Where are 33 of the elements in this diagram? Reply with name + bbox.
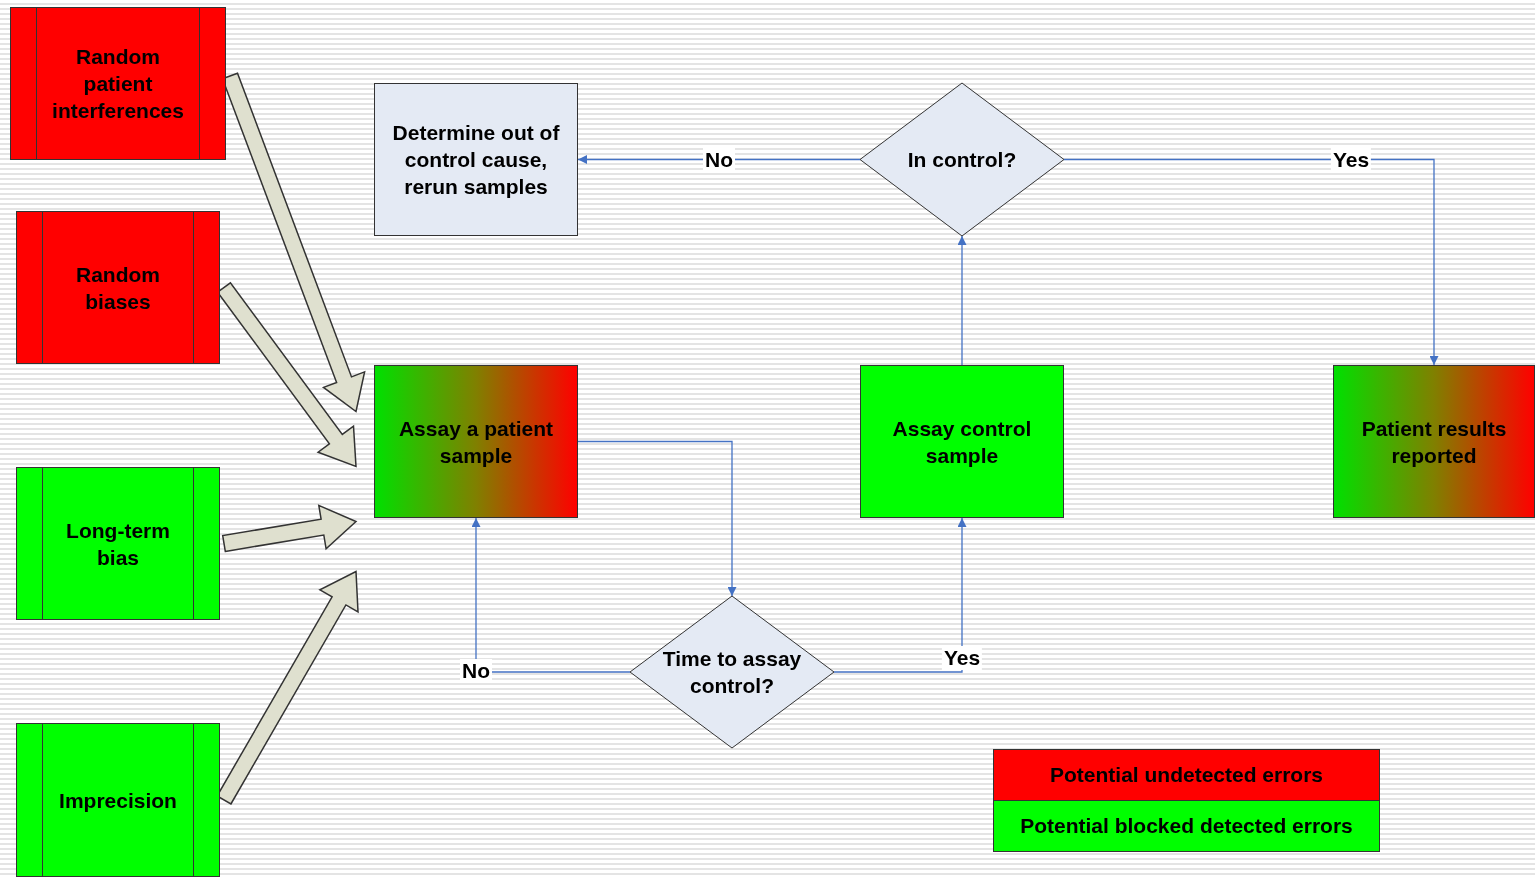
- arrow: [833, 517, 967, 673]
- process-box: [860, 365, 1064, 518]
- edge-label: Yes: [941, 646, 983, 670]
- node-label: Time to assay control?: [661, 646, 803, 699]
- node-label: Determine out of control cause, rerun samples: [391, 120, 561, 200]
- legend-text: Potential blocked detected errors: [1020, 814, 1353, 838]
- node-label: Long-term bias: [65, 517, 171, 571]
- node-label: In control?: [907, 147, 1017, 173]
- edge-label: Yes: [1330, 148, 1372, 172]
- block-arrow: [221, 504, 358, 553]
- arrow: [1063, 158, 1439, 366]
- node-label: Imprecision: [59, 787, 177, 814]
- arrow: [577, 155, 861, 164]
- decision-diamond: [630, 596, 834, 748]
- node-label: Assay a patient sample: [397, 415, 555, 469]
- predefined-process-box: [16, 723, 220, 877]
- edge-label: No: [460, 659, 492, 683]
- process-box: [374, 365, 578, 518]
- node-label: Random patient interferences: [51, 44, 185, 124]
- process-box: [1333, 365, 1535, 518]
- predefined-process-box: [10, 7, 226, 160]
- decision-diamond: [860, 83, 1064, 236]
- arrow: [577, 440, 737, 597]
- predefined-process-box: [16, 211, 220, 364]
- process-box: [374, 83, 578, 236]
- arrow: [471, 517, 631, 673]
- node-label: Assay control sample: [891, 415, 1033, 469]
- node-label: Random biases: [75, 261, 161, 315]
- edge-label: No: [703, 148, 735, 172]
- node-label: Patient results reported: [1360, 415, 1508, 469]
- legend-text: Potential undetected errors: [1049, 763, 1324, 787]
- predefined-process-box: [16, 467, 220, 620]
- arrow: [957, 235, 967, 366]
